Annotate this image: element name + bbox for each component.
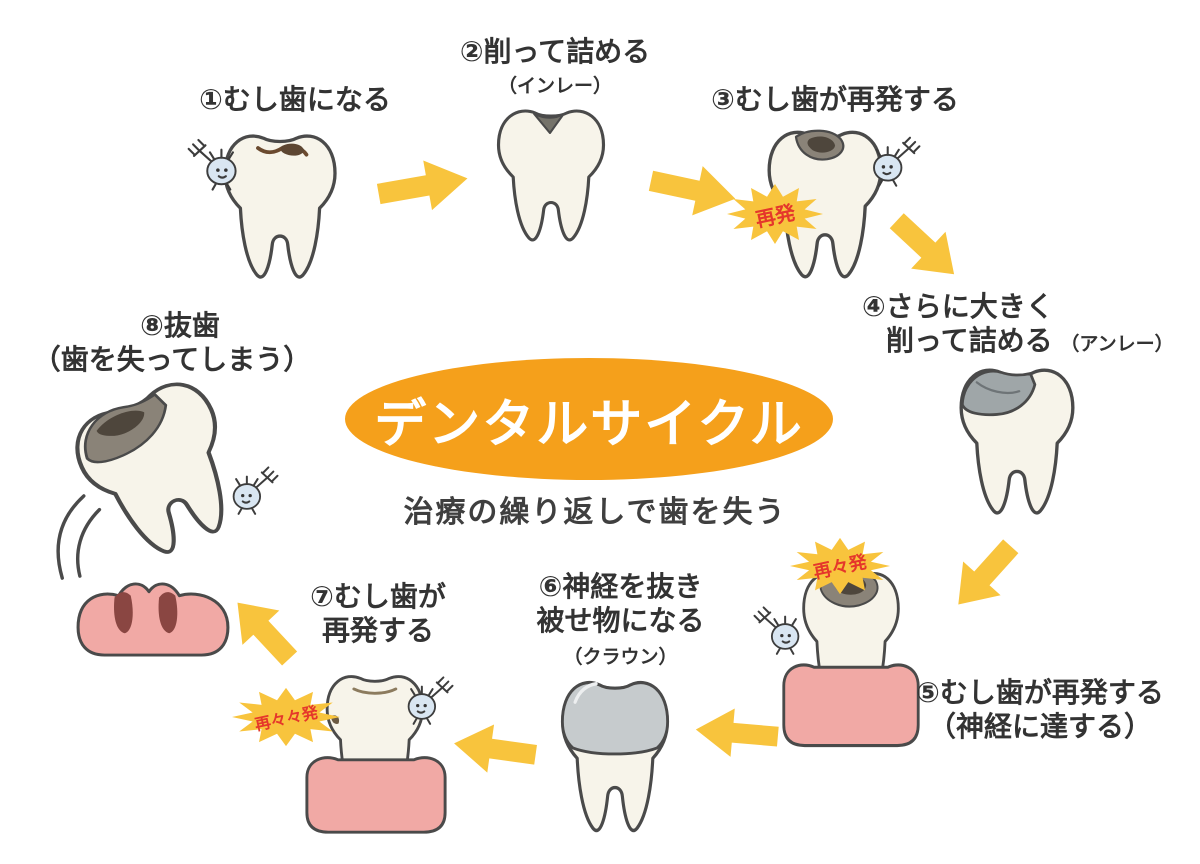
recurrence-burst-1: 再発 [727,183,823,245]
step-7-label-line2: 再発する [321,615,434,646]
step-2-sublabel: （インレー） [497,76,612,97]
cavity-hole [807,136,836,153]
step-4-tooth-illustration [959,368,1075,515]
diagram-subtitle: 治療の繰り返しで歯を失う [403,496,787,529]
step-5-label-line2: （神経に達する） [927,711,1152,742]
gum [76,582,230,657]
step-6-label-line2: 被せ物になる [536,605,705,636]
crown-cap [561,681,669,756]
center-title-ellipse: デンタルサイクル [345,358,833,480]
step-6-label-line1: ⑥神経を抜き [538,571,703,602]
cavity-spot [280,143,305,156]
socket-hole [158,592,178,634]
step-4-label-line2-main: 削って詰める [886,325,1053,356]
inlay-filling [533,113,565,134]
step-2-tooth-illustration [496,109,606,242]
step-8-label-line1: ⑧抜歯 [140,310,220,341]
extracted-tooth-wrapper [47,355,275,587]
socket-hole [114,592,133,634]
bacteria-icon [232,466,279,515]
empty-socket-gum-illustration [76,582,230,657]
diagram-title: デンタルサイクル [374,395,804,454]
step-4-label-line2: 削って詰める （アンレー） [886,325,1174,357]
bacteria-icon [872,136,921,187]
step-7-tooth-illustration [305,675,447,834]
step-6-sublabel: （クラウン） [563,647,678,668]
bacteria-icon [187,138,237,191]
gum [305,756,447,834]
step-3-label: ③むし歯が再発する [711,84,959,115]
crown-highlight [573,682,598,704]
bacteria-icon [753,606,800,655]
step-6-tooth-illustration [560,680,670,833]
step-4-sublabel: （アンレー） [1060,334,1174,355]
arrow-step6-to-step7-icon [450,719,539,779]
step-8-label-line2: （歯を失ってしまう） [32,344,312,375]
step-5-label-line1: ⑤むし歯が再発する [916,677,1164,708]
arrow-step4-to-step5-icon [939,529,1030,622]
step-4-label-line1: ④さらに大きく [862,291,1054,322]
cavity-hole [96,410,145,436]
fissure-line [352,687,398,695]
step-1-label: ①むし歯になる [199,84,391,115]
recurrence-burst-2: 再々発 [790,537,890,595]
step-2-label: ②削って詰める [459,36,651,67]
recurrence-burst-3: 再々々発 [232,687,340,747]
step-1-tooth-illustration [223,134,337,279]
gum [782,663,920,748]
arrow-step3-to-step4-icon [879,202,972,293]
arrow-step5-to-step6-icon [693,705,780,761]
step-8-tooth-illustration [47,355,275,587]
bacteria-icon [407,676,454,725]
step-3-tooth-illustration [767,129,883,279]
motion-lines-icon [56,494,102,580]
step-7-label-line1: ⑦むし歯が [310,581,446,612]
arrow-step1-to-step2-icon [374,153,472,219]
onlay-detail-line [975,381,1021,395]
